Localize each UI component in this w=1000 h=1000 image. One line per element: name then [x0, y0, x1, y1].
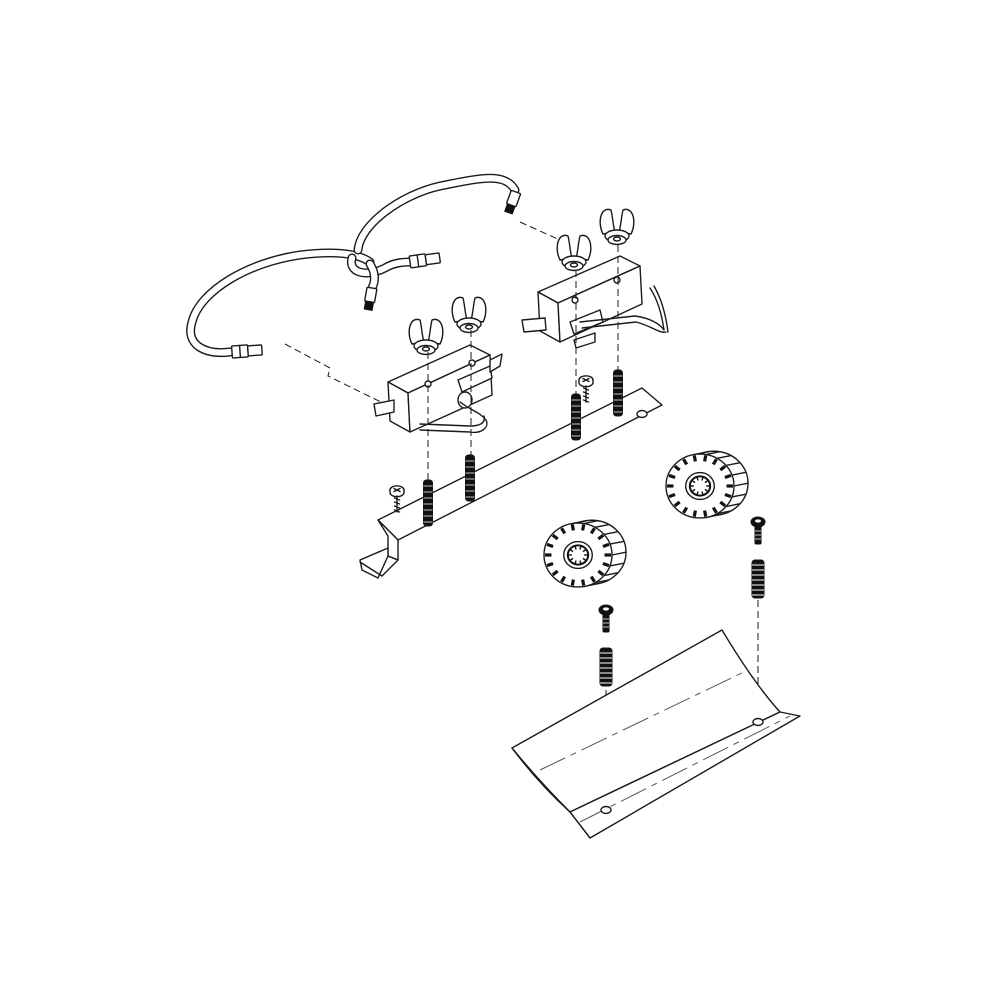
trough-plate	[511, 629, 801, 839]
cam-wheel-left	[543, 519, 627, 588]
spring-left	[599, 647, 613, 687]
threaded-stud-2	[465, 454, 475, 502]
switch-assembly-left	[373, 344, 503, 434]
wire-terminal-left	[230, 343, 264, 359]
cap-screw-left	[598, 604, 614, 633]
switch-bracket	[359, 387, 663, 579]
wire-terminal-fork	[408, 251, 442, 269]
cam-wheel-right	[665, 450, 749, 519]
harness-leader-lines	[284, 221, 561, 405]
alignment-lines-upper	[427, 245, 619, 480]
spring-right	[751, 559, 765, 599]
wing-nut-2	[451, 296, 487, 334]
cap-screw-right	[750, 516, 766, 545]
wing-nut-4	[599, 208, 635, 246]
wing-nut-3	[556, 234, 592, 272]
switch-assembly-right	[521, 255, 669, 349]
wire-terminal-lower	[363, 286, 378, 311]
wire-terminal-top	[504, 189, 522, 215]
wire-harness	[186, 173, 522, 359]
threaded-stud-3	[571, 393, 581, 441]
threaded-stud-4	[613, 369, 623, 417]
mounting-screw-2	[578, 375, 594, 403]
threaded-stud-1	[423, 479, 433, 527]
wing-nut-1	[408, 318, 444, 356]
